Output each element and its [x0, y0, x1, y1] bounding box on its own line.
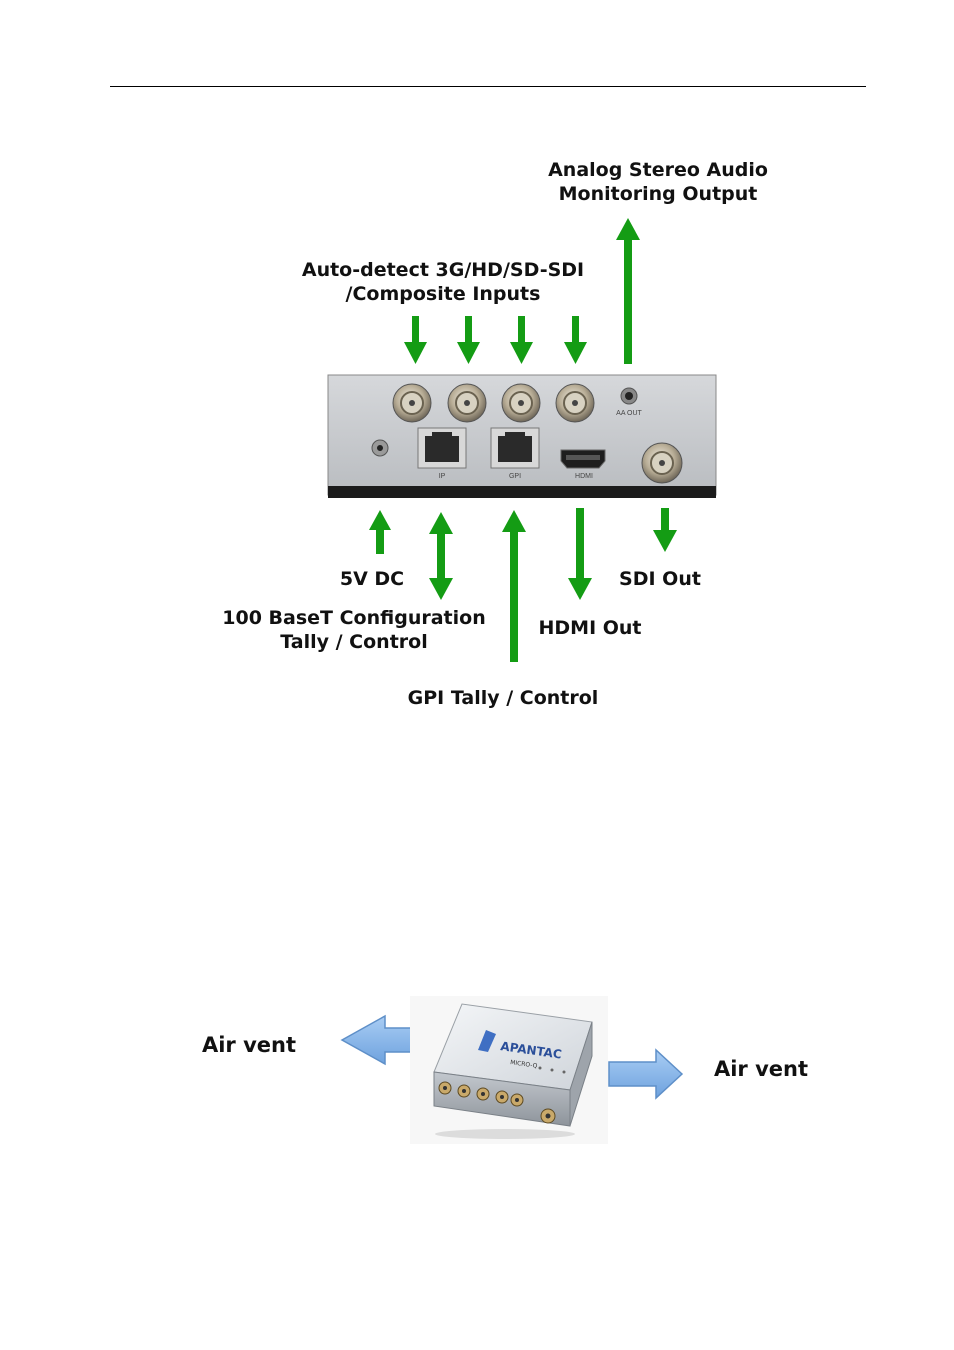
- air-vent-left-label: Air vent: [201, 1033, 297, 1057]
- sdi-out-label: SDI Out: [619, 568, 701, 590]
- arrow-down-icon: [653, 508, 677, 552]
- arrow-up-icon: [616, 218, 640, 364]
- sdi-input-connector: [392, 383, 432, 423]
- sdi-input-connector: [555, 383, 595, 423]
- hdmi-port: HDMI: [560, 449, 606, 480]
- arrow-down-icon: [564, 316, 587, 364]
- bnc-connector: [495, 1090, 509, 1104]
- gpi-marking: GPI: [509, 473, 521, 480]
- header-rule: [110, 86, 866, 87]
- arrow-up-icon: [502, 510, 526, 662]
- arrow-bidirectional-icon: [429, 512, 453, 600]
- arrow-left-icon: [340, 1014, 413, 1066]
- arrow-right-icon: [608, 1048, 684, 1100]
- hdmi-marking: HDMI: [575, 473, 593, 480]
- air-vent-right-label: Air vent: [713, 1057, 809, 1081]
- aa-out-marking: AA OUT: [616, 410, 642, 417]
- device-photo: APANTAC MICRO-Q: [410, 996, 608, 1144]
- power-jack: [371, 439, 389, 457]
- arrow-down-icon: [457, 316, 480, 364]
- arrow-down-icon: [404, 316, 427, 364]
- inputs-label: Auto-detect 3G/HD/SD-SDI /Composite Inpu…: [301, 259, 585, 305]
- audio-jack: AA OUT: [616, 387, 643, 417]
- bnc-connector: [457, 1084, 471, 1098]
- bnc-connector: [540, 1108, 556, 1124]
- hdmi-out-label: HDMI Out: [538, 617, 642, 639]
- sdi-output-connector: [641, 442, 683, 484]
- bnc-connector: [510, 1093, 524, 1107]
- audio-output-label: Analog Stereo Audio Monitoring Output: [548, 159, 768, 205]
- bnc-connector: [476, 1087, 490, 1101]
- sdi-input-connector: [447, 383, 487, 423]
- ethernet-port: IP: [417, 427, 467, 480]
- power-label: 5V DC: [339, 568, 405, 590]
- ethernet-label: 100 BaseT Configuration Tally / Control: [222, 607, 486, 653]
- ip-marking: IP: [439, 473, 446, 480]
- arrow-down-icon: [568, 508, 592, 600]
- gpi-port: GPI: [490, 427, 540, 480]
- device-model: MICRO-Q: [510, 1059, 538, 1070]
- sdi-input-connector: [501, 383, 541, 423]
- bnc-connector: [438, 1081, 452, 1095]
- gpi-label: GPI Tally / Control: [407, 687, 599, 709]
- connector-diagram: AA OUT IP GPI HDMI: [327, 218, 717, 662]
- arrow-up-icon: [369, 510, 391, 554]
- arrow-down-icon: [510, 316, 533, 364]
